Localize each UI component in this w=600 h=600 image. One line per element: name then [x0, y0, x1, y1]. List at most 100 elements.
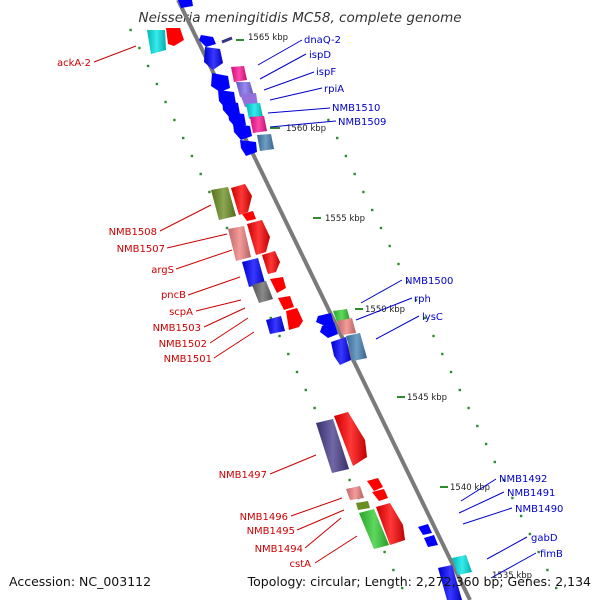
gene-top-reverse[interactable]	[178, 0, 193, 8]
label-rpiA[interactable]: rpiA	[324, 84, 344, 95]
label-pncB[interactable]: pncB	[161, 290, 186, 301]
label-NMB1509[interactable]: NMB1509	[338, 117, 386, 128]
label-rph[interactable]: rph	[414, 294, 431, 305]
ruler-tick	[155, 82, 159, 86]
gene-forward-6[interactable]	[334, 412, 367, 466]
label-NMB1508[interactable]: NMB1508	[109, 227, 157, 238]
ruler-tick	[476, 424, 479, 428]
gene-NMB1507[interactable]	[228, 226, 251, 261]
label-NMB1507[interactable]: NMB1507	[117, 244, 165, 255]
gene-reverse-11[interactable]	[418, 524, 432, 535]
ruler-tick	[388, 244, 391, 248]
gene-NMB1497[interactable]	[316, 419, 349, 473]
gene-reverse-8[interactable]	[316, 313, 334, 326]
gene-argS[interactable]	[242, 258, 265, 287]
ruler-label-1545: 1545 kbp	[407, 393, 447, 403]
label-fimB[interactable]: fimB	[540, 549, 563, 560]
gene-NMB1500[interactable]	[333, 309, 350, 322]
gene-rph[interactable]	[337, 318, 356, 335]
gene-forward-3[interactable]	[247, 220, 270, 255]
ruler-tick	[173, 118, 176, 122]
gene-NMB1503[interactable]	[266, 316, 285, 334]
label-NMB1492[interactable]: NMB1492	[499, 474, 547, 485]
label-NMB1496[interactable]: NMB1496	[240, 512, 288, 523]
label-NMB1490[interactable]: NMB1490	[515, 504, 563, 515]
gene-reverse-6[interactable]	[233, 124, 252, 140]
ruler-tick	[208, 190, 211, 194]
ruler-tick	[146, 64, 150, 68]
label-NMB1494[interactable]: NMB1494	[255, 544, 303, 555]
label-lysC[interactable]: lysC	[422, 312, 443, 323]
ruler-tick	[190, 154, 194, 158]
gene-reverse-2[interactable]	[211, 73, 230, 92]
label-NMB1502[interactable]: NMB1502	[159, 339, 207, 350]
ruler-tick	[287, 352, 290, 356]
gene-top-red[interactable]	[166, 28, 184, 46]
gene-scpA[interactable]	[278, 296, 294, 310]
gene-reverse-10[interactable]	[331, 337, 351, 365]
label-gabD[interactable]: gabD	[531, 533, 558, 544]
label-NMB1500[interactable]: NMB1500	[405, 276, 453, 287]
gene-forward-9[interactable]	[376, 503, 405, 545]
label-NMB1497[interactable]: NMB1497	[219, 470, 267, 481]
gene-reverse-7[interactable]	[240, 140, 257, 156]
gene-ispF[interactable]	[236, 82, 254, 97]
ruler-tick	[537, 550, 540, 554]
label-ackA-2[interactable]: ackA-2	[57, 58, 91, 69]
accession-text: Accession: NC_003112	[9, 574, 151, 589]
gene-reverse-5[interactable]	[228, 112, 246, 128]
ruler-tick	[379, 226, 383, 230]
ruler-tick	[313, 406, 316, 410]
gene-NMB1496[interactable]	[346, 486, 364, 500]
label-argS[interactable]: argS	[151, 265, 174, 276]
gene-gabD[interactable]	[452, 555, 472, 575]
gene-forward-4[interactable]	[262, 251, 280, 274]
gene-NMB1510[interactable]	[246, 103, 263, 119]
gene-cstA[interactable]	[359, 509, 389, 549]
ruler-tick	[528, 532, 532, 536]
label-dnaQ-2[interactable]: dnaQ-2	[304, 35, 341, 46]
label-NMB1501[interactable]: NMB1501	[164, 354, 212, 365]
ruler-tick	[348, 478, 351, 482]
gene-forward-5[interactable]	[270, 277, 286, 293]
label-NMB1503[interactable]: NMB1503	[153, 323, 201, 334]
gene-NMB1508[interactable]	[211, 187, 236, 220]
label-NMB1510[interactable]: NMB1510	[332, 103, 380, 114]
ruler-tick	[441, 352, 444, 356]
label-ispF[interactable]: ispF	[316, 67, 336, 78]
ruler-tick	[336, 136, 339, 140]
ruler: 1565 kbp 1560 kbp 1555 kbp 1550 kbp 1545…	[236, 33, 532, 581]
ruler-tick	[269, 316, 272, 320]
gene-pncB[interactable]	[252, 281, 273, 303]
ruler-tick	[467, 406, 470, 410]
gene-dnaQ-2[interactable]	[199, 35, 233, 47]
gene-forward-8[interactable]	[372, 489, 388, 501]
label-ispD[interactable]: ispD	[309, 50, 331, 61]
leader-lines	[93, 39, 537, 579]
gene-reverse-1[interactable]	[204, 47, 223, 70]
gene-NMB1502[interactable]	[286, 308, 303, 330]
ruler-label-1535: 1535 kbp	[492, 571, 532, 581]
gene-reverse-13[interactable]	[438, 565, 462, 600]
labels-left: ackA-2 NMB1508 NMB1507 argS pncB scpA NM…	[57, 58, 311, 570]
gene-forward-2[interactable]	[242, 211, 256, 221]
gene-reverse-9[interactable]	[320, 322, 338, 338]
label-NMB1495[interactable]: NMB1495	[247, 526, 295, 537]
ruler-label-1560: 1560 kbp	[286, 124, 326, 134]
gene-NMB1509[interactable]	[250, 116, 267, 133]
gene-NMB1495[interactable]	[356, 501, 370, 510]
ruler-tick	[502, 478, 505, 482]
gene-forward-1[interactable]	[231, 184, 252, 215]
gene-ackA-2[interactable]	[147, 30, 166, 54]
gene-forward-7[interactable]	[367, 478, 383, 491]
gene-reverse-12[interactable]	[424, 535, 438, 547]
ruler-tick	[353, 172, 356, 176]
label-cstA[interactable]: cstA	[290, 559, 312, 570]
gene-steelblue-1[interactable]	[257, 134, 274, 151]
label-NMB1491[interactable]: NMB1491	[507, 488, 555, 499]
ruler-label-1550: 1550 kbp	[365, 305, 405, 315]
gene-lysC[interactable]	[346, 333, 367, 361]
label-scpA[interactable]: scpA	[169, 307, 193, 318]
ruler-tick	[371, 208, 374, 212]
gene-ispD[interactable]	[231, 66, 247, 82]
